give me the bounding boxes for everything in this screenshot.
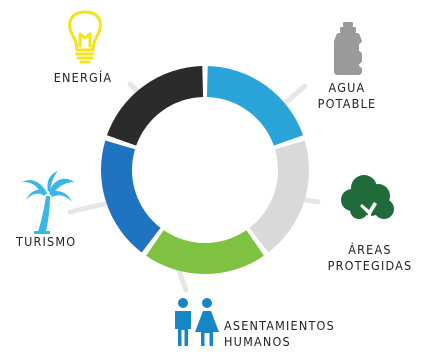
lightbulb-icon	[68, 10, 102, 64]
segment-asentamientos	[146, 230, 264, 274]
label-turismo-line1: TURISMO	[16, 234, 77, 249]
label-energia: ENERGÍA	[48, 70, 118, 86]
label-agua-potable: AGUA POTABLE	[302, 80, 392, 112]
label-energia-line1: ENERGÍA	[53, 70, 113, 85]
label-asentamientos-line2: HUMANOS	[224, 334, 291, 349]
segment-agua	[206, 66, 304, 146]
label-asentamientos-humanos: ASENTAMIENTOS HUMANOS	[224, 318, 364, 350]
label-areas-protegidas: ÁREAS PROTEGIDAS	[320, 242, 420, 274]
label-agua-line2: POTABLE	[317, 96, 377, 111]
donut-ring	[101, 66, 310, 274]
tree-icon	[341, 175, 394, 238]
segment-turismo	[101, 140, 161, 253]
label-turismo: TURISMO	[16, 234, 96, 250]
water-bottle-icon	[334, 22, 362, 75]
palm-tree-icon	[22, 171, 74, 234]
label-areas-line2: PROTEGIDAS	[327, 258, 413, 273]
people-icon	[175, 298, 219, 346]
label-agua-line1: AGUA	[328, 80, 366, 95]
segment-energia	[106, 66, 204, 146]
label-areas-line1: ÁREAS	[348, 242, 392, 257]
label-asentamientos-line1: ASENTAMIENTOS	[224, 318, 335, 333]
leader-line-turismo	[67, 201, 107, 215]
segment-areas	[249, 140, 310, 253]
